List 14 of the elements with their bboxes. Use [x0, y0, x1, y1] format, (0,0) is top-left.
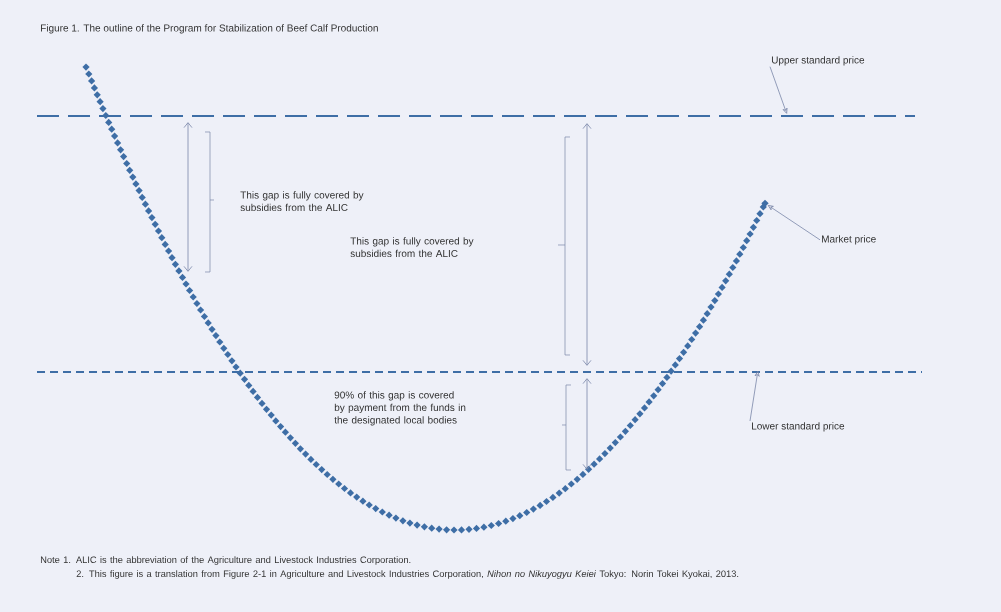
- gap-note: This gap is fully covered by subsidies from the ALIC: [350, 237, 474, 258]
- price-label: Market price: [822, 235, 876, 245]
- footnote: 2. This figure is a translation from Figure 2-1 in Agriculture and Livestock Industries Corporation, Nihon no Nikuyogyu Keiei Tokyo: Norin Tokei Kyokai, 2013.: [76, 570, 739, 579]
- leader-line: [767, 205, 821, 241]
- leader-line: [769, 66, 788, 114]
- title: Figure 1. The outline of the Program for Stabilization of Beef Calf Production: [41, 24, 378, 34]
- price-line: [37, 114, 915, 118]
- price-line: [36, 371, 923, 373]
- gap-note: 90% of this gap is covered by payment from the funds in the designated local bodies: [334, 391, 466, 426]
- leader-line: [749, 370, 760, 422]
- price-label: Upper standard price: [771, 56, 865, 66]
- gap-note: This gap is fully covered by subsidies from the ALIC: [240, 191, 364, 212]
- price-label: Lower standard price: [752, 422, 845, 432]
- footnote: Note 1. ALIC is the abbreviation of the Agriculture and Livestock Industries Corporation.: [41, 556, 411, 565]
